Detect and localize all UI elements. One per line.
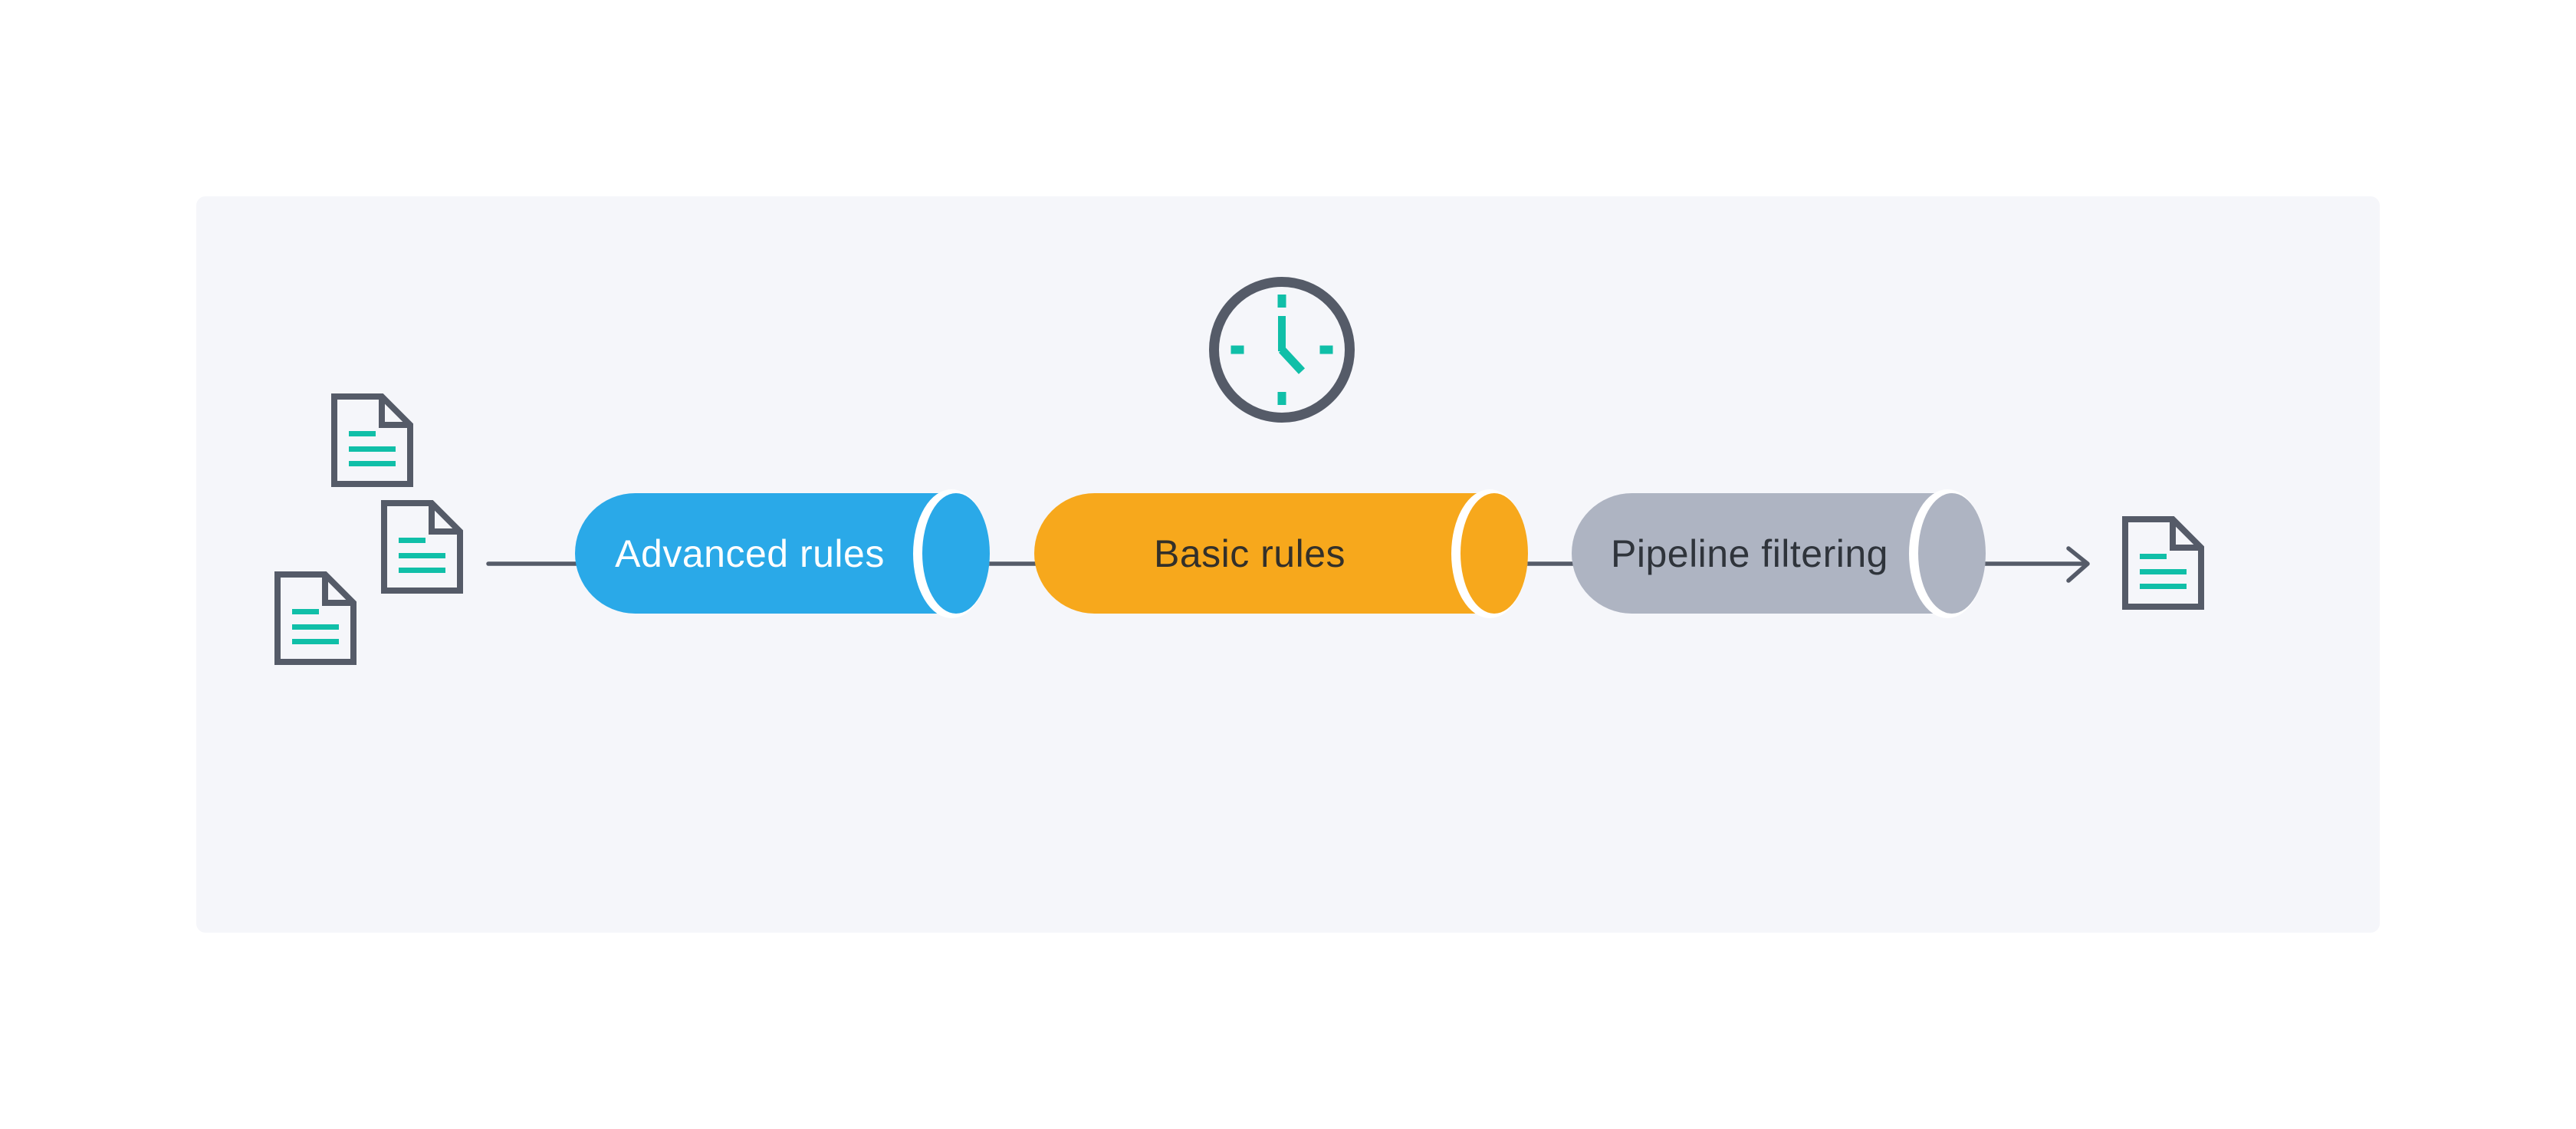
clock-minute-hand [1278,316,1286,351]
arrow-right-icon [2066,546,2090,583]
cylinder-body [575,493,956,614]
stage-label: Pipeline filtering [1611,532,1888,575]
stage-label: Basic rules [1154,532,1346,575]
clock-hour-hand [1278,347,1306,374]
clock-icon [1209,277,1355,423]
diagram-panel: Advanced rules Basic rules Pipeline filt… [196,196,2380,933]
clock-tick-12 [1277,295,1286,308]
cylinder-body [1034,493,1494,614]
clock-tick-6 [1277,392,1286,405]
cylinder-cap [922,493,990,614]
cylinder-body [1572,493,1952,614]
input-documents [278,397,460,662]
stage-pipeline-filtering: Pipeline filtering [1572,489,1986,618]
clock-tick-3 [1319,345,1333,354]
document-icon [278,574,353,662]
stage-basic-rules: Basic rules [1034,489,1528,618]
document-icon [2125,519,2201,607]
clock-tick-9 [1230,345,1244,354]
stage-label: Advanced rules [615,532,885,575]
pipeline-diagram: Advanced rules Basic rules Pipeline filt… [196,277,2380,933]
stage-advanced-rules: Advanced rules [575,489,990,618]
cylinder-cap [1918,493,1986,614]
document-icon [384,503,460,591]
cylinder-cap [1460,493,1528,614]
document-icon [334,397,410,484]
